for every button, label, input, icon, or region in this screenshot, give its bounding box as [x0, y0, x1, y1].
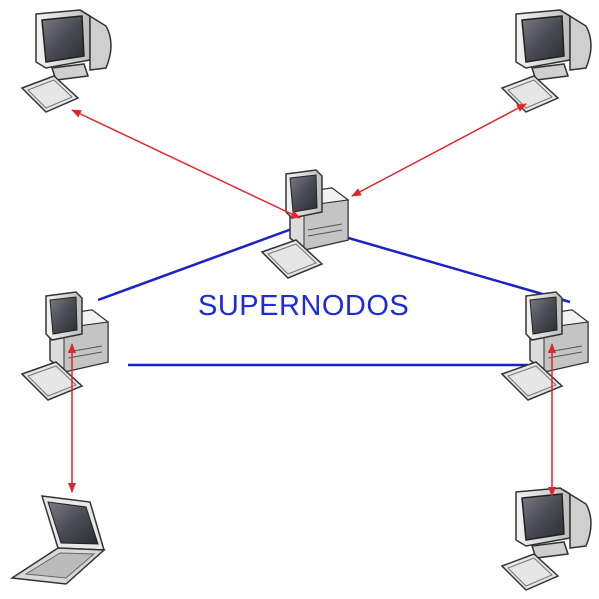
- client-bottom-right-computer-icon: [501, 487, 592, 591]
- link-client-top-left: [71, 109, 301, 219]
- supernode-left-computer-icon: [21, 291, 109, 401]
- supernodes-label: SUPERNODOS: [198, 290, 410, 322]
- client-bottom-left-laptop-icon: [11, 495, 105, 585]
- link-client-top-right: [351, 103, 527, 197]
- link-supernode-top-to-left: [97, 224, 301, 302]
- client-top-left-computer-icon: [21, 9, 112, 113]
- supernode-right-computer-icon: [501, 291, 589, 401]
- client-top-right-computer-icon: [501, 9, 592, 113]
- supernode-top-computer-icon: [261, 169, 349, 279]
